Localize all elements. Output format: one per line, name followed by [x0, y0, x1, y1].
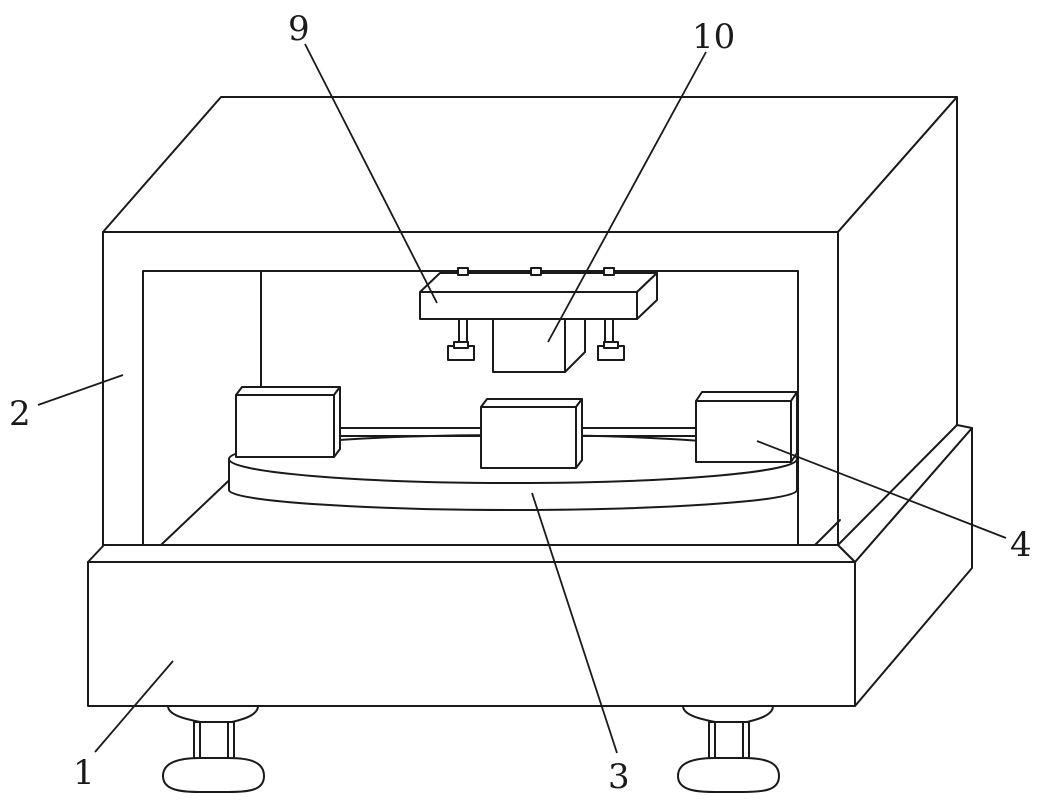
callout-3: 3 — [608, 757, 630, 797]
plate-front — [420, 292, 637, 319]
callout-1: 1 — [73, 753, 95, 793]
callout-10: 10 — [692, 17, 735, 57]
callout-4: 4 — [1010, 525, 1032, 565]
base-top-lip — [88, 545, 855, 562]
block-left — [236, 387, 340, 457]
frame-top-face — [103, 97, 957, 232]
foot-left — [163, 706, 264, 792]
press-block — [493, 319, 585, 372]
callout-9: 9 — [288, 9, 310, 49]
callout-2: 2 — [9, 394, 31, 434]
foot-right — [678, 706, 779, 792]
base-front-face — [88, 562, 855, 706]
block-center — [481, 399, 582, 468]
